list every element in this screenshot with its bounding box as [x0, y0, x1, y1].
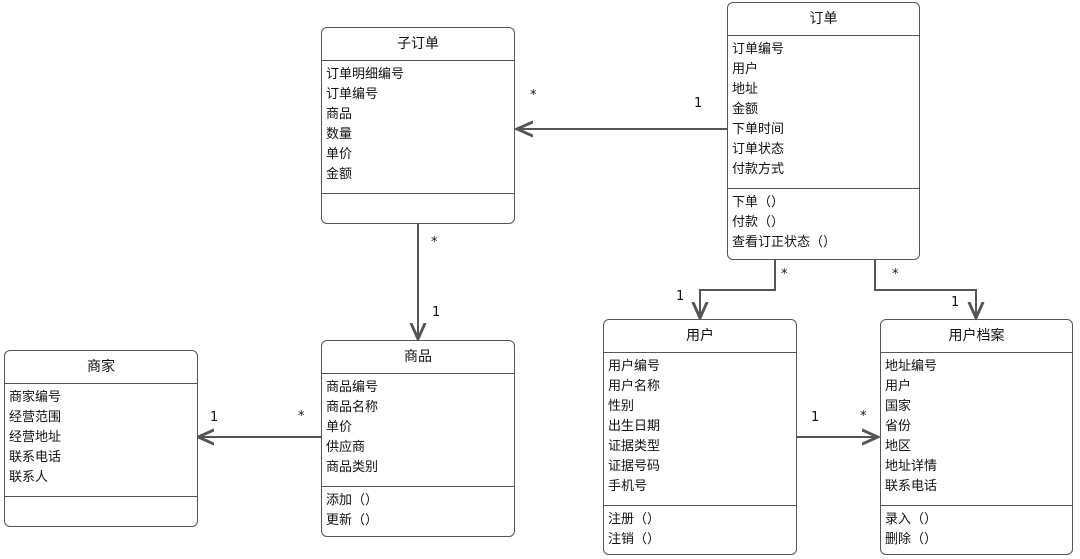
edge-order-profile — [874, 260, 976, 318]
multiplicity-order-profile-target: 1 — [951, 295, 960, 310]
edge-order-user — [700, 260, 776, 318]
attribute: 出生日期 — [608, 419, 661, 434]
attribute: 商家编号 — [9, 390, 62, 405]
class-order-attributes: 订单编号 用户 地址 金额 下单时间 订单状态 付款方式 — [728, 36, 919, 188]
attribute: 商品名称 — [326, 400, 379, 415]
attribute: 订单编号 — [326, 87, 379, 102]
attribute: 供应商 — [326, 440, 366, 455]
attribute: 付款方式 — [732, 162, 785, 177]
multiplicity-suborder-product-target: 1 — [432, 305, 441, 320]
method: 删除（） — [885, 532, 938, 547]
attribute: 用户 — [885, 379, 912, 394]
attribute: 下单时间 — [732, 122, 785, 137]
class-merchant-attributes: 商家编号 经营范围 经营地址 联系电话 联系人 — [5, 384, 197, 496]
multiplicity-order-user-source: * — [781, 267, 788, 282]
class-user-methods: 注册（） 注销（） — [604, 505, 796, 554]
attribute: 用户名称 — [608, 379, 661, 394]
class-order-methods: 下单（） 付款（） 查看订正状态（） — [728, 188, 919, 257]
class-order[interactable]: 订单 订单编号 用户 地址 金额 下单时间 订单状态 付款方式 下单（） 付款（… — [727, 2, 920, 260]
attribute: 订单状态 — [732, 142, 785, 157]
class-user-attributes: 用户编号 用户名称 性别 出生日期 证据类型 证据号码 手机号 — [604, 353, 796, 505]
attribute: 地区 — [885, 439, 912, 454]
attribute: 地址详情 — [885, 459, 938, 474]
attribute: 商品编号 — [326, 380, 379, 395]
class-profile-attributes: 地址编号 用户 国家 省份 地区 地址详情 联系电话 — [881, 353, 1072, 505]
multiplicity-order-profile-source: * — [892, 267, 899, 282]
multiplicity-suborder-product-source: * — [431, 235, 438, 250]
method: 付款（） — [732, 215, 785, 230]
class-order-name: 订单 — [728, 3, 919, 36]
method: 查看订正状态（） — [732, 235, 837, 250]
class-suborder[interactable]: 子订单 订单明细编号 订单编号 商品 数量 单价 金额 — [321, 27, 515, 224]
multiplicity-user-profile-target: * — [860, 409, 867, 424]
multiplicity-user-profile-source: 1 — [811, 410, 820, 425]
class-user-name: 用户 — [604, 320, 796, 353]
class-merchant-methods — [5, 496, 197, 505]
attribute: 证据号码 — [608, 459, 661, 474]
attribute: 地址编号 — [885, 359, 938, 374]
method: 更新（） — [326, 513, 379, 528]
class-product-methods: 添加（） 更新（） — [322, 486, 514, 535]
method: 添加（） — [326, 493, 379, 508]
method: 注销（） — [608, 532, 661, 547]
attribute: 商品 — [326, 107, 353, 122]
class-suborder-name: 子订单 — [322, 28, 514, 61]
attribute: 联系电话 — [885, 479, 938, 494]
attribute: 地址 — [732, 82, 759, 97]
multiplicity-product-merchant-target: 1 — [210, 410, 219, 425]
attribute: 联系人 — [9, 470, 49, 485]
method: 下单（） — [732, 195, 785, 210]
attribute: 订单明细编号 — [326, 67, 405, 82]
attribute: 国家 — [885, 399, 912, 414]
attribute: 经营地址 — [9, 430, 62, 445]
class-product-attributes: 商品编号 商品名称 单价 供应商 商品类别 — [322, 374, 514, 486]
class-profile-methods: 录入（） 删除（） — [881, 505, 1072, 554]
multiplicity-order-suborder-source: 1 — [694, 96, 703, 111]
method: 录入（） — [885, 512, 938, 527]
class-merchant-name: 商家 — [5, 351, 197, 384]
attribute: 省份 — [885, 419, 912, 434]
attribute: 金额 — [326, 167, 353, 182]
class-product-name: 商品 — [322, 341, 514, 374]
attribute: 用户 — [732, 62, 759, 77]
attribute: 联系电话 — [9, 450, 62, 465]
class-suborder-attributes: 订单明细编号 订单编号 商品 数量 单价 金额 — [322, 61, 514, 193]
class-profile[interactable]: 用户档案 地址编号 用户 国家 省份 地区 地址详情 联系电话 录入（） 删除（… — [880, 319, 1073, 555]
multiplicity-order-suborder-target: * — [530, 88, 537, 103]
class-suborder-methods — [322, 193, 514, 202]
class-profile-name: 用户档案 — [881, 320, 1072, 353]
attribute: 金额 — [732, 102, 759, 117]
attribute: 证据类型 — [608, 439, 661, 454]
attribute: 性别 — [608, 399, 635, 414]
multiplicity-product-merchant-source: * — [298, 409, 305, 424]
attribute: 单价 — [326, 147, 353, 162]
method: 注册（） — [608, 512, 661, 527]
class-product[interactable]: 商品 商品编号 商品名称 单价 供应商 商品类别 添加（） 更新（） — [321, 340, 515, 537]
attribute: 数量 — [326, 127, 353, 142]
attribute: 订单编号 — [732, 42, 785, 57]
class-user[interactable]: 用户 用户编号 用户名称 性别 出生日期 证据类型 证据号码 手机号 注册（） … — [603, 319, 797, 555]
attribute: 商品类别 — [326, 460, 379, 475]
attribute: 用户编号 — [608, 359, 661, 374]
attribute: 单价 — [326, 420, 353, 435]
attribute: 手机号 — [608, 479, 648, 494]
class-merchant[interactable]: 商家 商家编号 经营范围 经营地址 联系电话 联系人 — [4, 350, 198, 527]
multiplicity-order-user-target: 1 — [676, 289, 685, 304]
attribute: 经营范围 — [9, 410, 62, 425]
